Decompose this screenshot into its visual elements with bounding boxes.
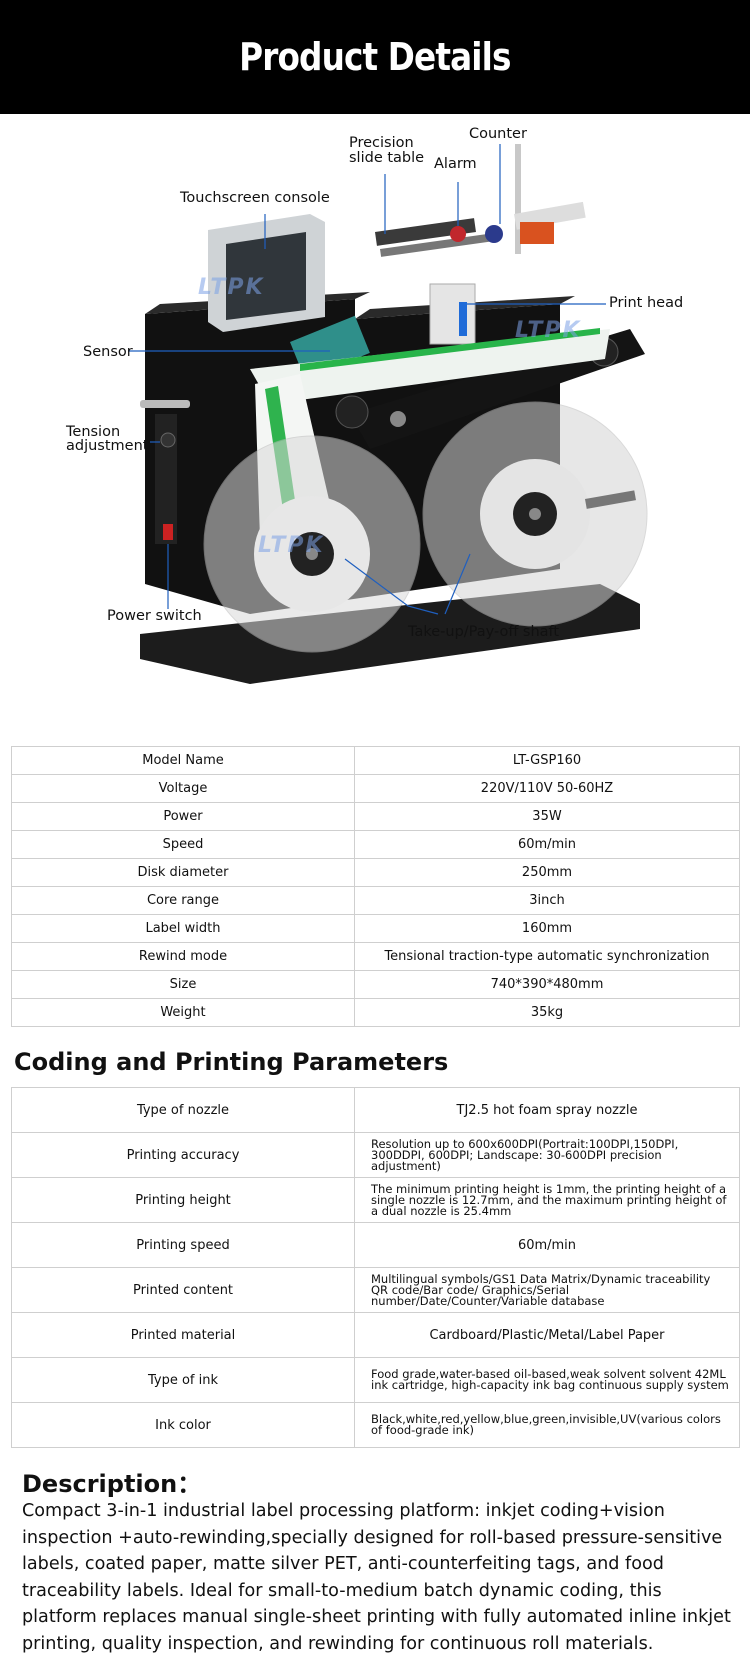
params-row-key: Printing height	[11, 1177, 355, 1223]
callout-precision-line2: slide table	[349, 150, 425, 166]
params-row-value: Resolution up to 600x600DPI(Portrait:100…	[354, 1132, 740, 1178]
callout-tension-line1: Tension	[66, 424, 121, 440]
params-row-value: 60m/min	[354, 1222, 740, 1268]
spec-row-key: Power	[11, 802, 355, 831]
params-row-value: Multilingual symbols/GS1 Data Matrix/Dyn…	[354, 1267, 740, 1313]
watermark-2: LTPK	[515, 318, 582, 343]
params-row-key: Type of nozzle	[11, 1087, 355, 1133]
watermark-3: LTPK	[258, 533, 325, 558]
params-row-value: Black,white,red,yellow,blue,green,invisi…	[354, 1402, 740, 1448]
callout-power-switch: Power switch	[107, 608, 202, 624]
spec-row-value: 220V/110V 50-60HZ	[354, 774, 740, 803]
params-section-title: Coding and Printing Parameters	[14, 1048, 449, 1076]
params-row-key: Printing speed	[11, 1222, 355, 1268]
params-row-value: Cardboard/Plastic/Metal/Label Paper	[354, 1312, 740, 1358]
product-figure: LTPK LTPK LTPK Counter Precision slide t…	[0, 114, 750, 740]
spec-row-value: 3inch	[354, 886, 740, 915]
machine-illustration: LTPK LTPK LTPK	[128, 144, 648, 684]
params-row-key: Ink color	[11, 1402, 355, 1448]
callout-print-head: Print head	[609, 295, 684, 311]
spec-row-value: 35W	[354, 802, 740, 831]
spec-row-key: Label width	[11, 914, 355, 943]
callout-precision-line1: Precision	[349, 135, 414, 151]
spec-row-value: 60m/min	[354, 830, 740, 859]
spec-row-key: Rewind mode	[11, 942, 355, 971]
params-row-key: Printed content	[11, 1267, 355, 1313]
spec-row-key: Speed	[11, 830, 355, 859]
callout-counter: Counter	[469, 126, 527, 142]
params-row-key: Type of ink	[11, 1357, 355, 1403]
spec-row-key: Weight	[11, 998, 355, 1027]
params-row-key: Printing accuracy	[11, 1132, 355, 1178]
spec-row-value: 160mm	[354, 914, 740, 943]
spec-row-key: Model Name	[11, 746, 355, 775]
params-row-key: Printed material	[11, 1312, 355, 1358]
page-title: Product Details	[239, 35, 511, 79]
callout-alarm: Alarm	[434, 156, 477, 172]
spec-row-key: Size	[11, 970, 355, 999]
spec-row-key: Disk diameter	[11, 858, 355, 887]
watermark-1: LTPK	[198, 275, 265, 300]
spec-row-value: LT-GSP160	[354, 746, 740, 775]
description-body: Compact 3-in-1 industrial label processi…	[22, 1501, 731, 1654]
spec-row-value: 35kg	[354, 998, 740, 1027]
page-header: Product Details	[0, 0, 750, 114]
callout-sensor: Sensor	[83, 344, 133, 360]
spec-row-value: 250mm	[354, 858, 740, 887]
callout-tension-line2: adjustment	[66, 438, 149, 454]
callout-shaft: Take-up/Pay-off shaft	[408, 624, 560, 640]
params-row-value: TJ2.5 hot foam spray nozzle	[354, 1087, 740, 1133]
spec-row-value: 740*390*480mm	[354, 970, 740, 999]
params-row-value: Food grade,water-based oil-based,weak so…	[354, 1357, 740, 1403]
callout-touchscreen: Touchscreen console	[180, 190, 330, 206]
description-title: Description：	[22, 1470, 202, 1498]
params-row-value: The minimum printing height is 1mm, the …	[354, 1177, 740, 1223]
spec-row-key: Voltage	[11, 774, 355, 803]
spec-row-key: Core range	[11, 886, 355, 915]
spec-row-value: Tensional traction-type automatic synchr…	[354, 942, 740, 971]
